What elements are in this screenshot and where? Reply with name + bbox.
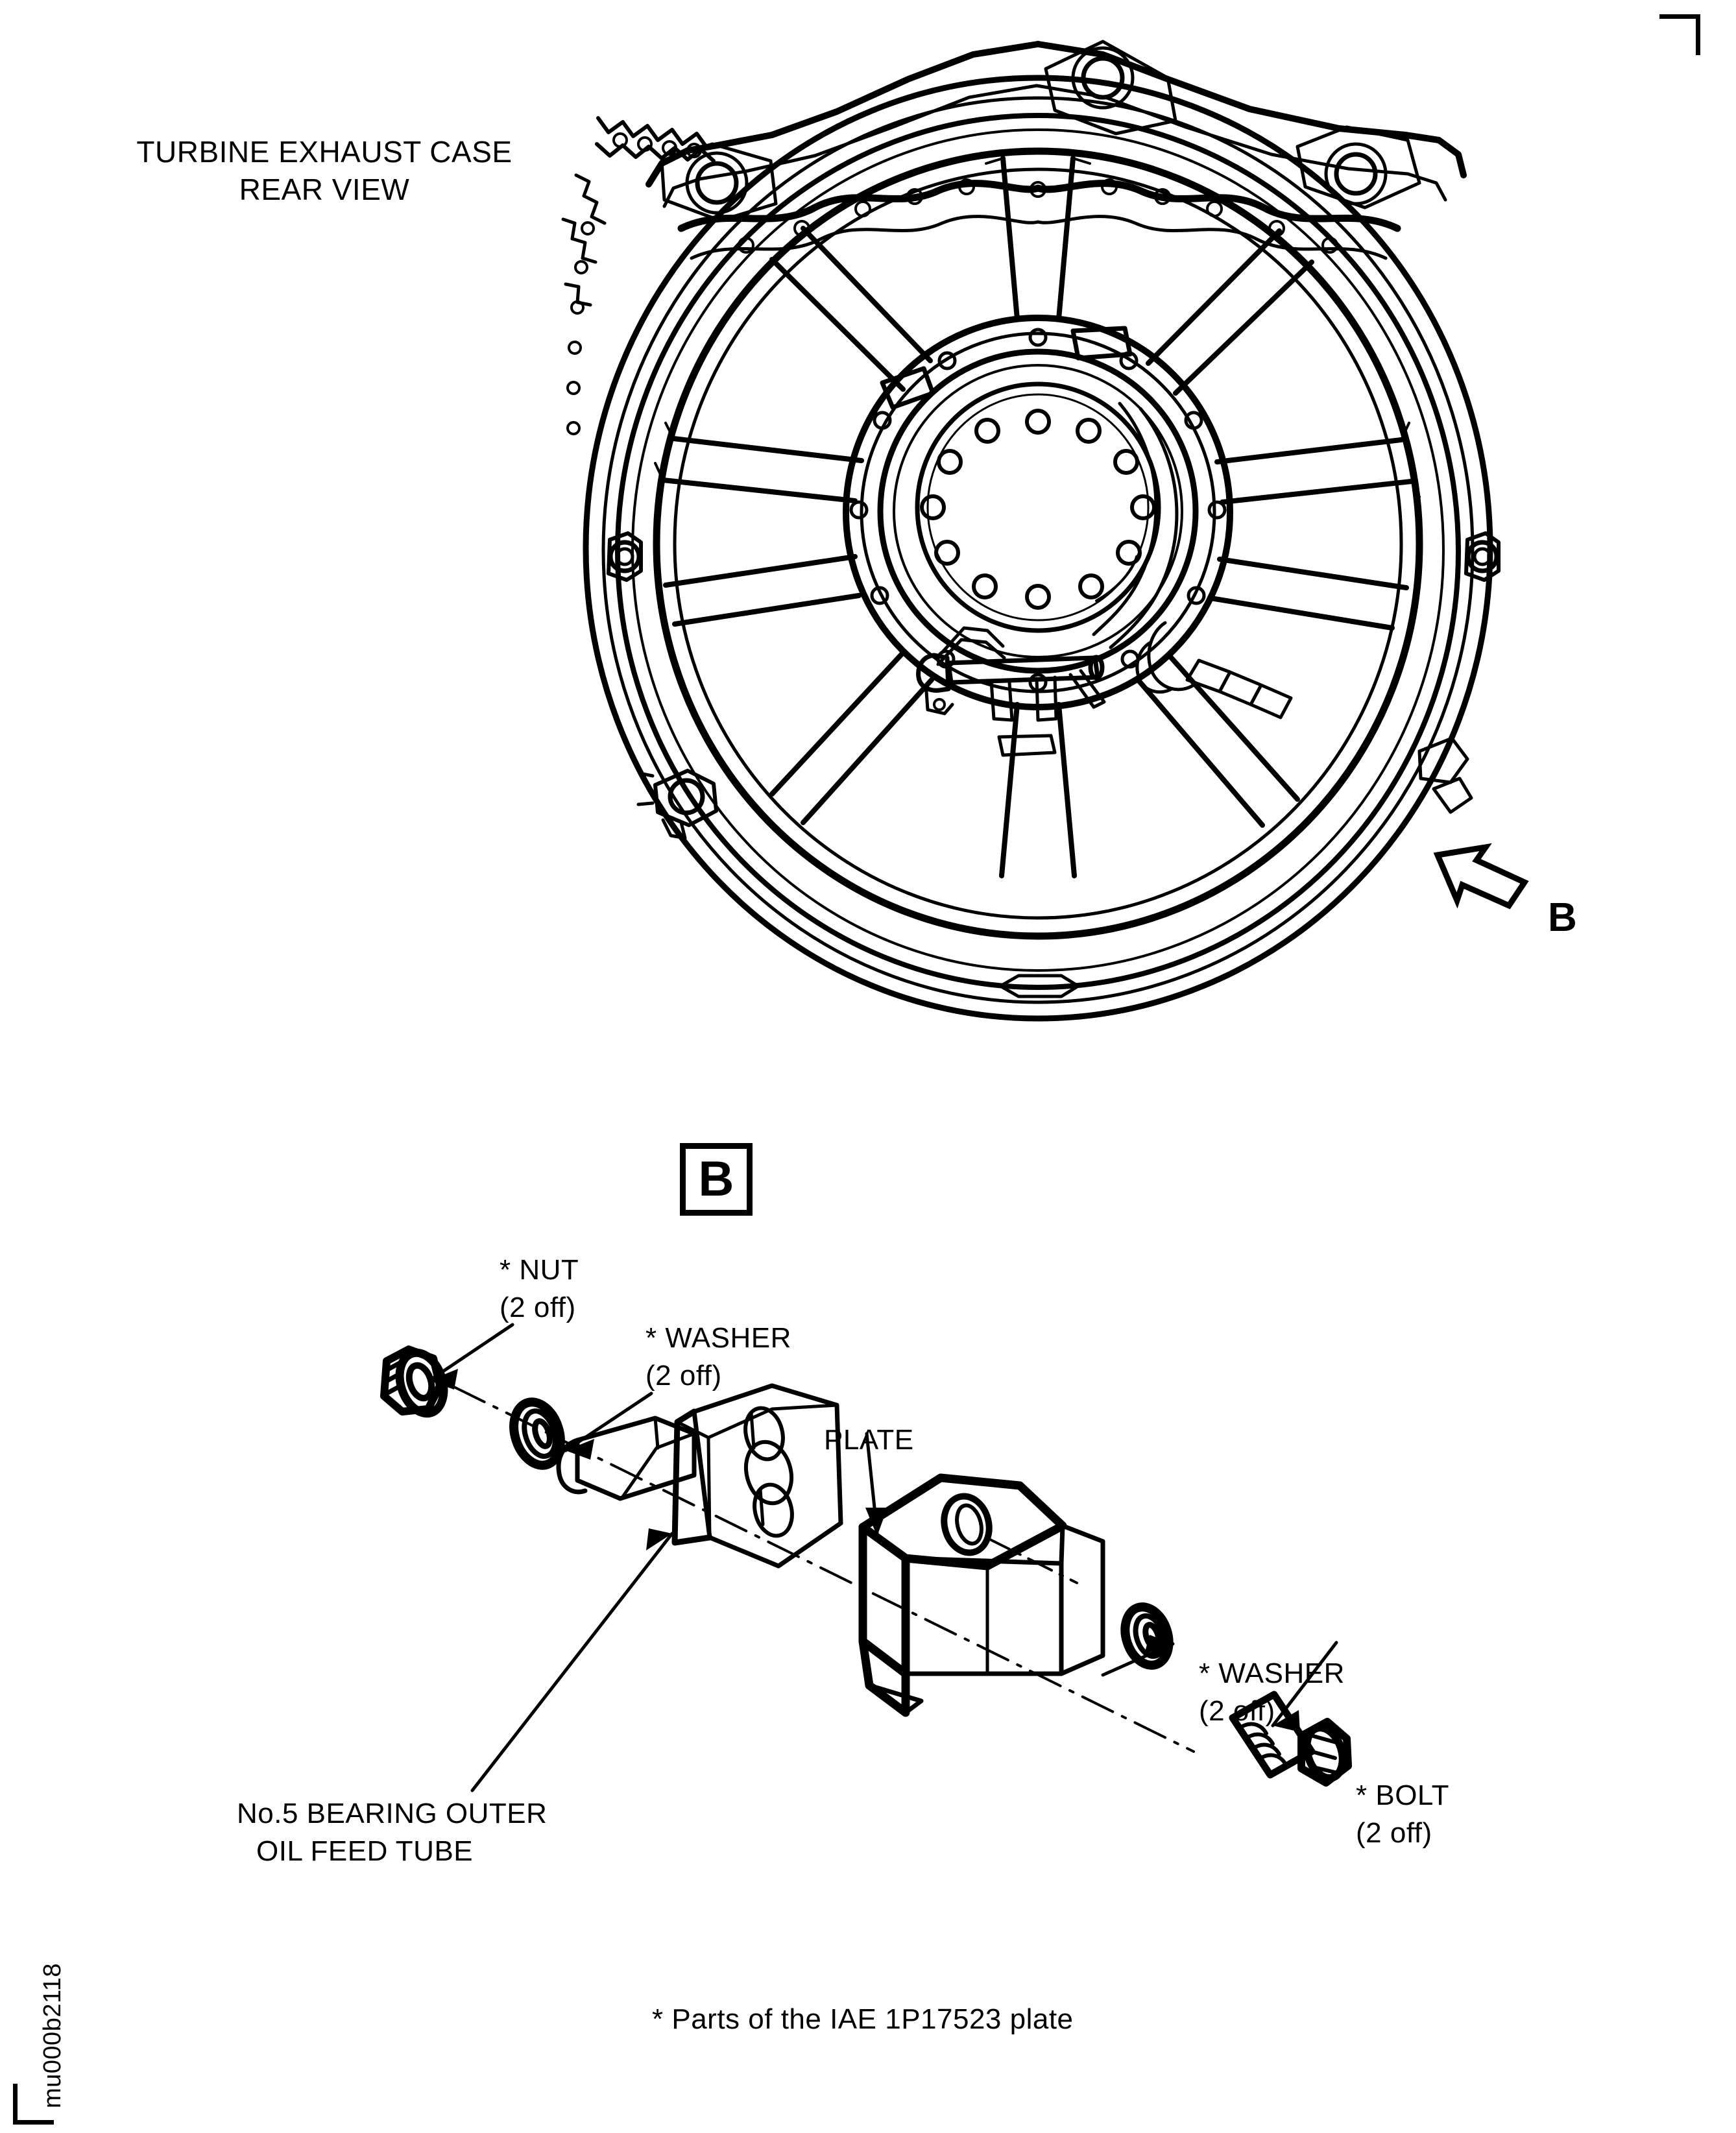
footnote-text: * Parts of the IAE 1P17523 plate [652, 2003, 1074, 2035]
callout-washer-upper-line2: (2 off) [645, 1360, 722, 1392]
callout-washer-upper-line1: * WASHER [645, 1322, 791, 1354]
callout-nut-line2: (2 off) [500, 1292, 576, 1323]
callout-washer-lower-line1: * WASHER [1199, 1657, 1345, 1689]
turbine-exhaust-case-drawing [561, 40, 1501, 1022]
callout-oil-feed-tube-line2: OIL FEED TUBE [256, 1835, 474, 1867]
view-direction-arrow-icon [1433, 843, 1529, 910]
view-arrow-label: B [1548, 895, 1577, 940]
registration-corner-mark-icon [13, 2084, 54, 2125]
figure-id: mu000b2118 [39, 1962, 66, 2108]
page-title-line1: TURBINE EXHAUST CASE [136, 135, 512, 169]
detail-b-exploded-assembly [380, 1323, 1352, 1792]
detail-view-marker-label: B [698, 1151, 734, 1207]
callout-bolt-line1: * BOLT [1356, 1779, 1450, 1811]
callout-washer-lower-line2: (2 off) [1199, 1695, 1275, 1727]
plate-part [858, 1473, 1105, 1717]
page-title-line2: REAR VIEW [239, 173, 410, 206]
bolt-part [1229, 1691, 1352, 1787]
callout-nut-line1: * NUT [500, 1254, 579, 1286]
oil-feed-tube-part [556, 1383, 843, 1569]
registration-corner-mark-icon [1659, 14, 1700, 55]
callout-bolt-line2: (2 off) [1356, 1817, 1432, 1849]
callout-plate-label: PLATE [824, 1424, 914, 1456]
detail-view-marker-icon: B [680, 1143, 753, 1216]
callout-oil-feed-tube-line1: No.5 BEARING OUTER [237, 1798, 548, 1829]
washer-upper-part [509, 1397, 565, 1470]
washer-lower-part [1120, 1602, 1174, 1670]
